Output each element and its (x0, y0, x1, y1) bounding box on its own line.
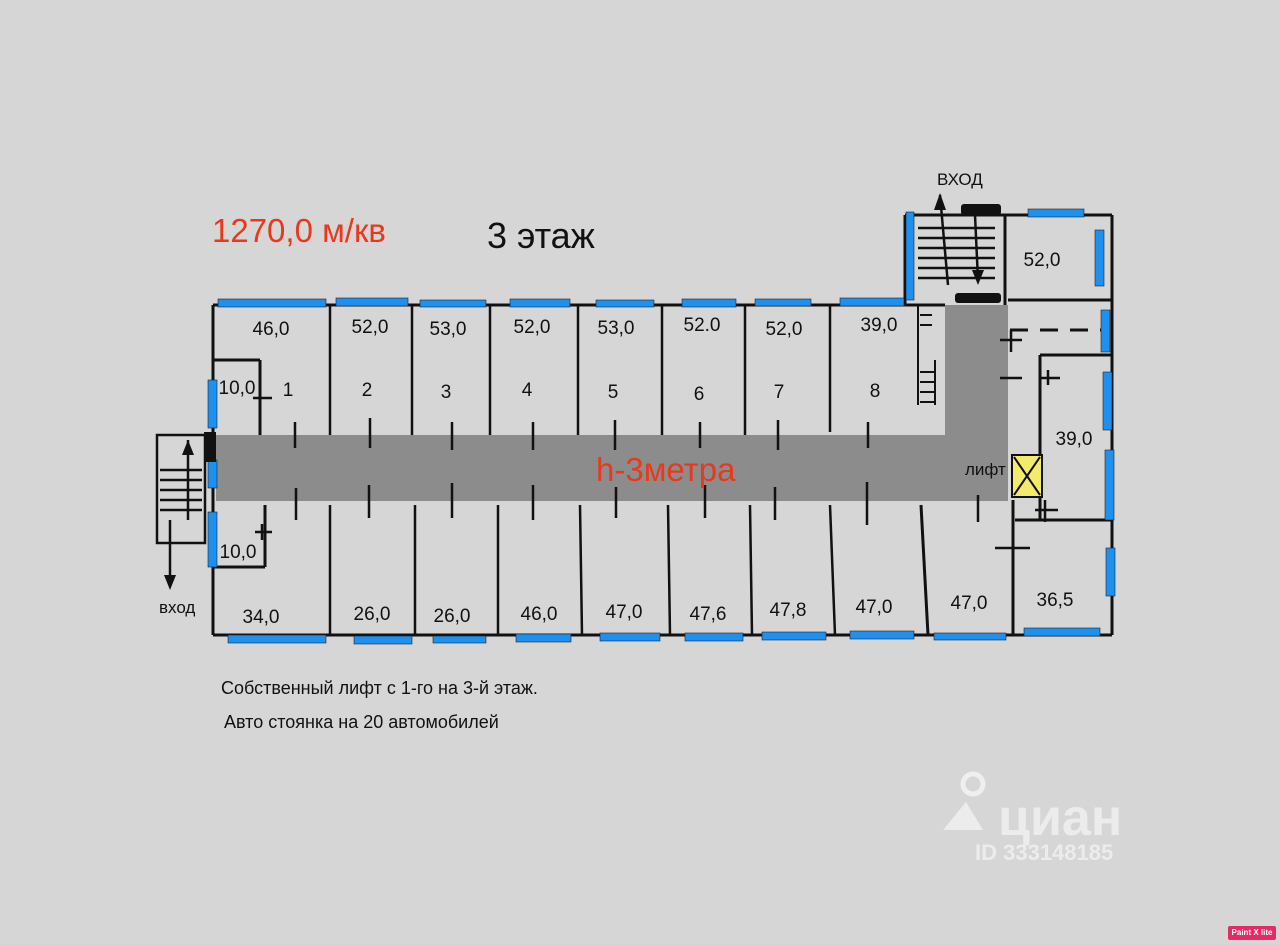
floor-title: 3 этаж (487, 215, 595, 256)
note-parking: Авто стоянка на 20 автомобилей (224, 712, 499, 732)
room-number: 5 (607, 382, 619, 403)
window (595, 299, 655, 308)
window (1102, 371, 1113, 431)
ceiling-height-label: h-3метра (596, 451, 736, 488)
window (509, 298, 571, 308)
top-stair (918, 194, 995, 286)
top-entrance-arrow-up (934, 193, 946, 210)
room-number: 3 (440, 382, 452, 403)
location-pin-icon (943, 771, 986, 830)
room-number: 4 (521, 380, 533, 401)
room-area: 34,0 (242, 607, 280, 628)
room-number: 7 (773, 382, 785, 403)
windows (207, 208, 1116, 645)
room-number: 8 (869, 381, 881, 402)
room-area: 52,0 (765, 319, 803, 340)
window (839, 297, 905, 307)
room-area: 53,0 (597, 318, 635, 339)
room-number: 1 (282, 380, 294, 401)
small-room-area-upper: 10,0 (218, 378, 256, 399)
window (353, 635, 413, 645)
left-stair (155, 433, 207, 585)
left-entrance-arrow-up (182, 440, 194, 455)
room-area: 52,0 (351, 317, 389, 338)
total-area: 1270,0 м/кв (212, 212, 386, 249)
window (754, 298, 812, 307)
window (207, 459, 218, 489)
room-number: 2 (361, 380, 373, 401)
room-divider (828, 504, 837, 636)
room-area: 53,0 (429, 319, 467, 340)
room-divider (666, 504, 672, 636)
window (207, 379, 218, 429)
left-entrance-label: вход (159, 598, 196, 617)
watermark-id: ID 333148185 (975, 840, 1114, 865)
top-entrance-label: ВХОД (937, 170, 983, 189)
window (1104, 449, 1115, 521)
room-divider (578, 504, 584, 636)
side-stair (917, 305, 936, 405)
watermark-brand: циан (998, 789, 1123, 847)
window (599, 632, 661, 642)
walls (211, 213, 1114, 637)
top-door (961, 204, 1001, 215)
small-room-area-lower: 10,0 (219, 542, 257, 563)
main-corridor (216, 435, 1008, 501)
room-number: 6 (693, 384, 705, 405)
window (1094, 229, 1105, 287)
window (849, 630, 915, 640)
room-area: 26,0 (433, 606, 471, 627)
room-area: 47,0 (605, 602, 643, 623)
room-area: 26,0 (353, 604, 391, 625)
window (227, 634, 327, 644)
left-entrance-arrow-down (164, 575, 176, 590)
watermark-logo (938, 768, 998, 843)
room-area: 46,0 (252, 319, 290, 340)
window (217, 298, 327, 308)
room-area: 39,0 (860, 315, 898, 336)
lift-box (1011, 454, 1043, 498)
room-dividers (328, 305, 837, 636)
window (335, 297, 409, 307)
room-area: 36,5 (1036, 590, 1074, 611)
window (432, 635, 487, 644)
top-entrance-arrow-down (972, 270, 984, 285)
room-divider (748, 504, 754, 636)
room-area: 47,0 (950, 593, 988, 614)
left-door (204, 432, 216, 462)
window (933, 632, 1007, 641)
inner-door (955, 293, 1001, 303)
vertical-corridor (945, 305, 1008, 501)
door-marks (253, 330, 1060, 550)
window (515, 633, 572, 643)
room-area: 52.0 (683, 315, 721, 336)
room-area: 52,0 (513, 317, 551, 338)
window (419, 299, 487, 308)
window (684, 632, 744, 642)
right-room-area-top: 52,0 (1023, 250, 1061, 271)
room-area: 47,8 (769, 600, 807, 621)
window (1027, 208, 1085, 218)
room-area: 47,6 (689, 604, 727, 625)
window (1023, 627, 1101, 637)
room-area: 47,0 (855, 597, 893, 618)
window (905, 211, 915, 301)
room-area: 46,0 (520, 604, 558, 625)
window (1100, 309, 1111, 353)
app-badge: Paint X lite (1228, 926, 1276, 940)
window (1105, 547, 1116, 597)
window (681, 298, 737, 308)
lift-label: лифт (965, 460, 1006, 479)
window (761, 631, 827, 641)
right-room-area-middle: 39,0 (1055, 429, 1093, 450)
window (207, 511, 218, 568)
note-lift: Собственный лифт с 1-го на 3-й этаж. (221, 678, 538, 698)
